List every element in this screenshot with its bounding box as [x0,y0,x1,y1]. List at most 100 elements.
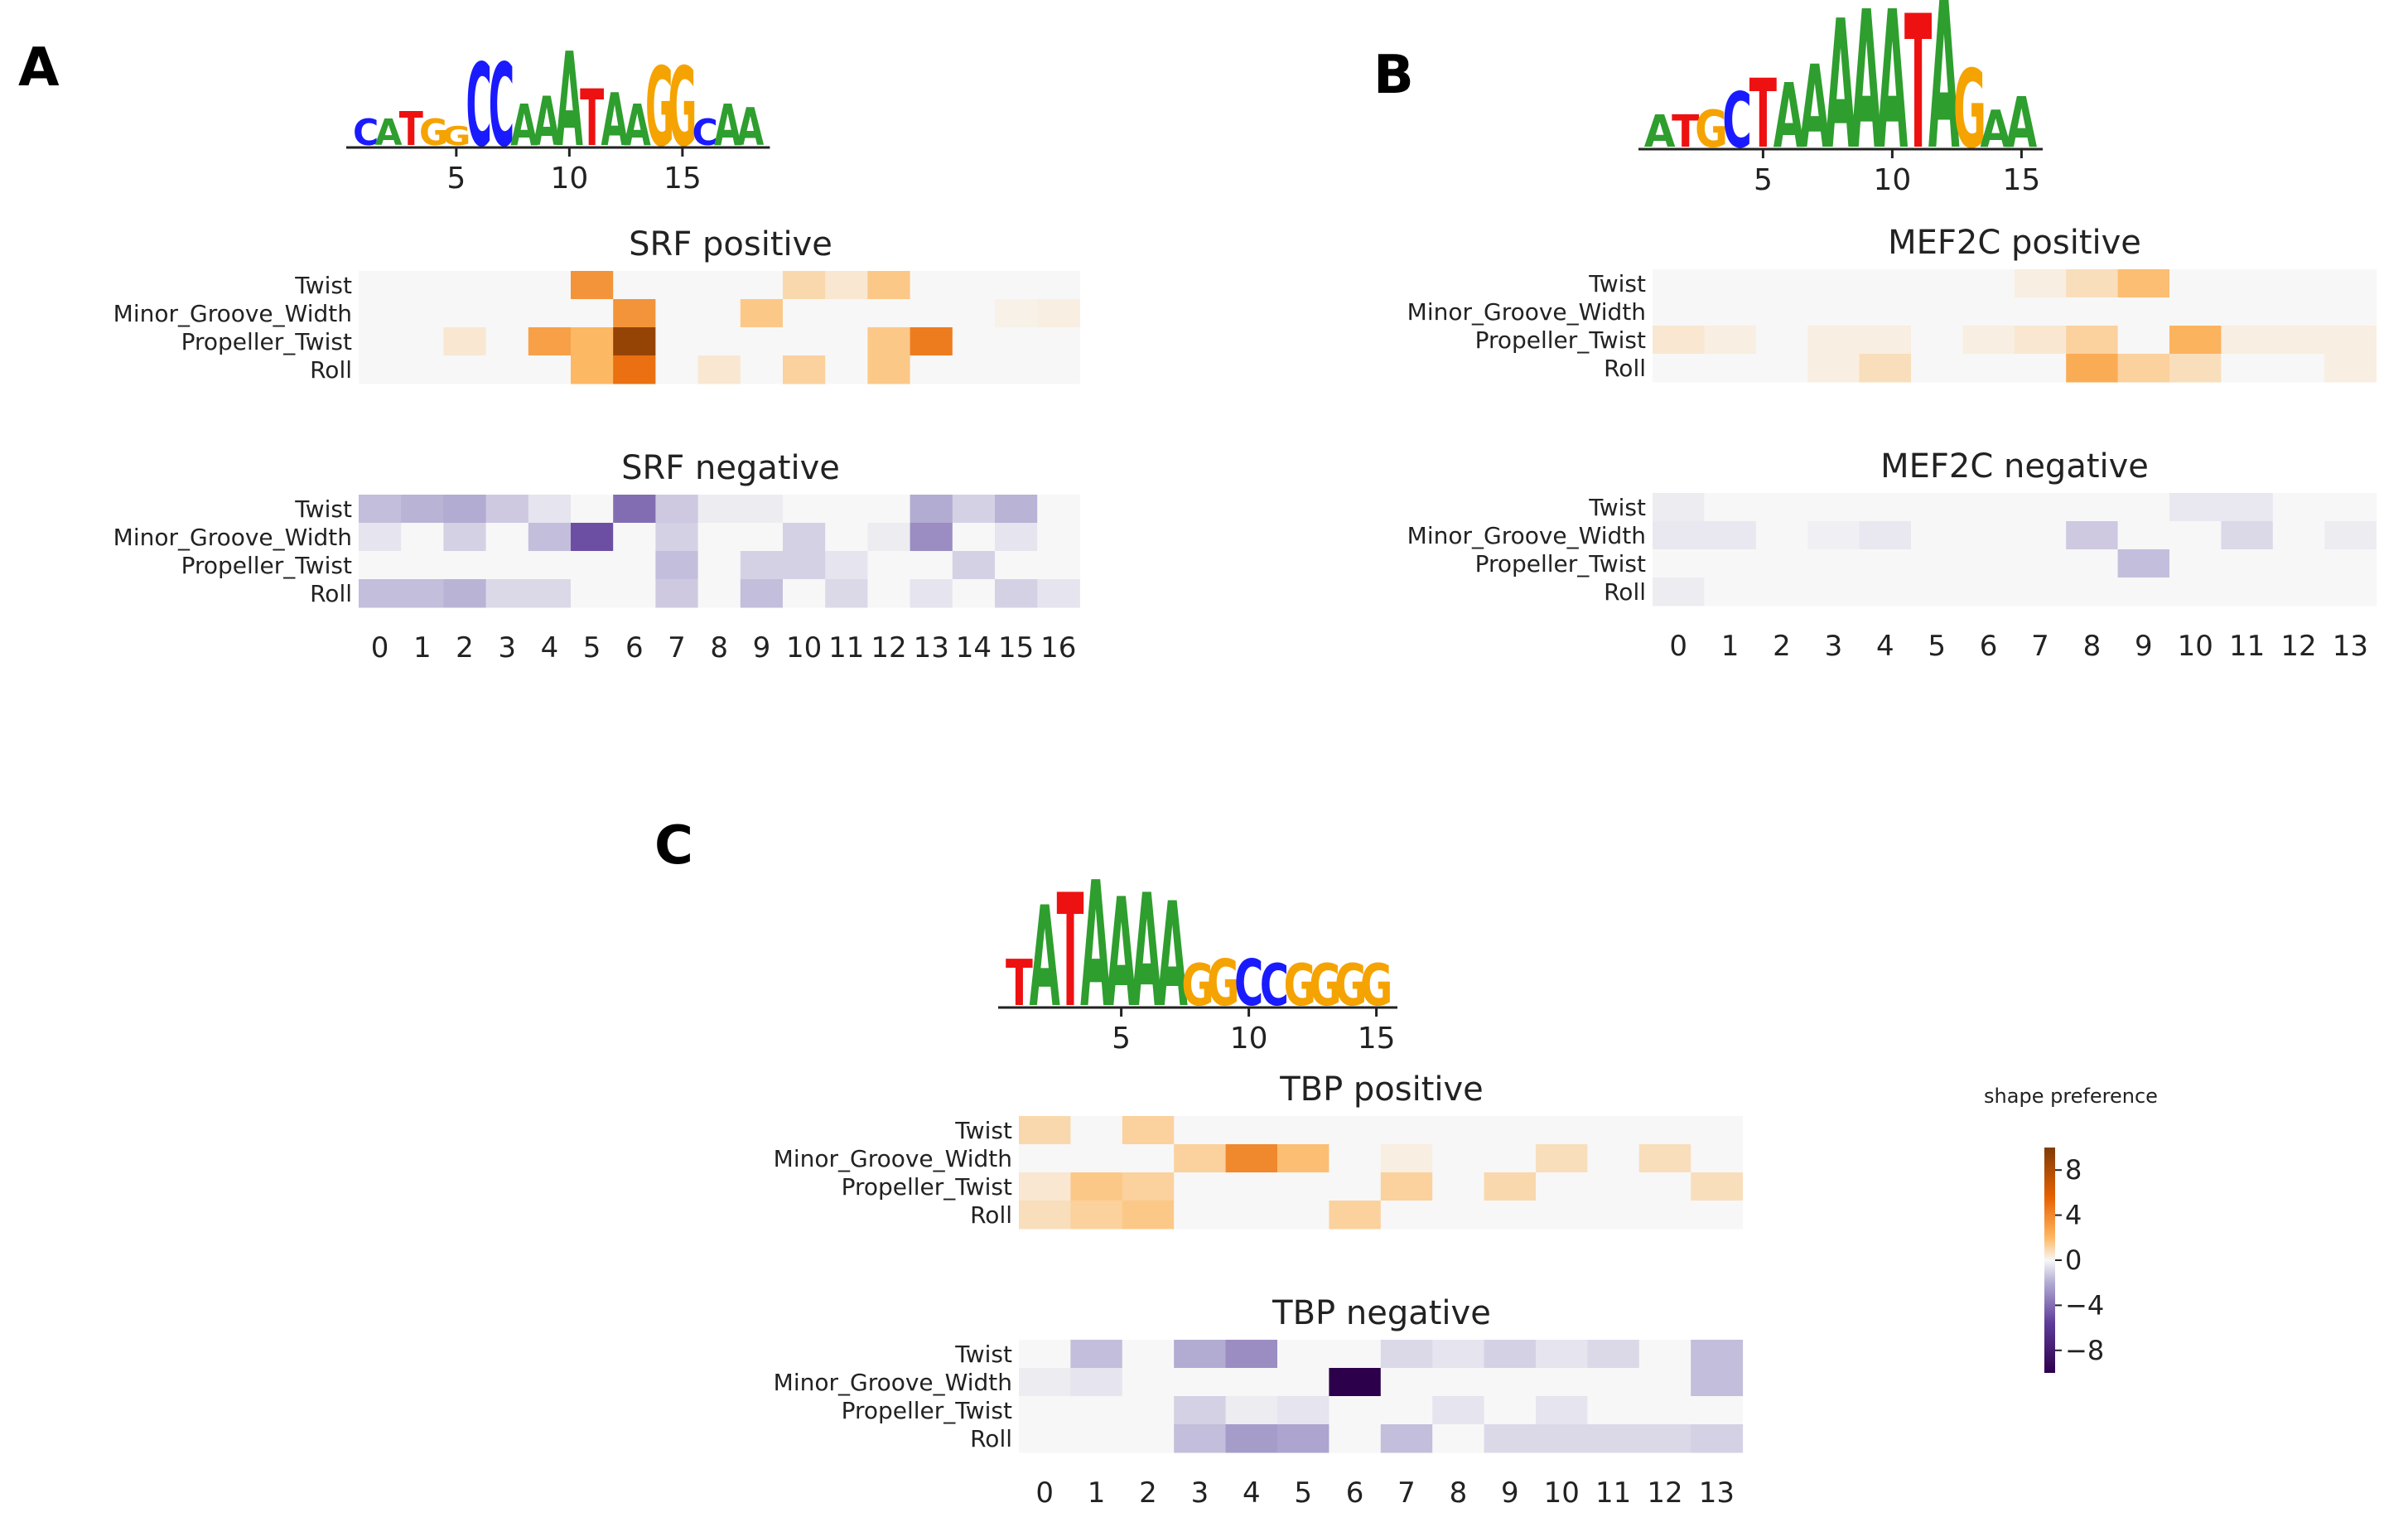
tbp-positive-cell [1380,1116,1433,1145]
mef2c-positive-cell [2324,269,2377,298]
tbp-negative-cell [1122,1424,1175,1453]
mef2c-negative-cell [2117,577,2170,606]
srf-negative-cell [655,523,699,552]
srf-positive-cell [443,271,487,300]
tbp-negative-cell [1380,1396,1433,1425]
srf-negative-cell [485,551,529,580]
tbp-logo-letter: A [1030,877,1060,1037]
srf-negative-cell [867,495,911,524]
tbp-positive-cell [1019,1116,1071,1145]
srf-negative-cell [655,551,699,580]
mef2c-positive-cell [2169,269,2222,298]
tbp-negative-column-tick: 13 [1699,1476,1735,1510]
srf-positive-cell [952,327,996,356]
mef2c-logo-tick-label: 15 [2002,163,2040,197]
tbp-negative-cell [1587,1368,1640,1397]
mef2c-positive-cell [1653,297,1705,326]
tbp-negative-cell [1587,1424,1640,1453]
mef2c-positive-row-label: Propeller_Twist [1475,326,1646,354]
tbp-logo-tick-label: 15 [1358,1022,1396,1056]
mef2c-negative-cell [1807,577,1860,606]
srf-positive-cell [697,271,741,300]
tbp-negative-cell [1174,1396,1227,1425]
srf-negative-cell [952,523,996,552]
tbp-positive-cell [1536,1116,1588,1145]
srf-positive-cell [1037,271,1080,300]
mef2c-positive-cell [1653,354,1705,383]
mef2c-negative-cell [1755,493,1808,522]
srf-negative-cell [783,551,826,580]
mef2c-negative-cell [1704,493,1757,522]
mef2c-negative-column-tick: 10 [2178,630,2213,663]
srf-negative-cell [401,579,444,608]
tbp-positive-cell [1638,1144,1691,1173]
srf-positive-cell [783,299,826,328]
heatmap-title-srf-positive: SRF positive [629,225,832,263]
tbp-positive-cell [1329,1144,1382,1173]
tbp-negative-cell [1432,1340,1485,1369]
mef2c-positive-cell [1755,269,1808,298]
mef2c-negative-cell [2014,577,2067,606]
srf-positive-cell [825,271,868,300]
tbp-negative-row-label: Minor_Groove_Width [774,1369,1012,1396]
mef2c-negative-cell [1704,549,1757,578]
srf-negative-cell [571,551,614,580]
tbp-positive-cell [1277,1144,1329,1173]
tbp-positive-cell [1329,1201,1382,1230]
srf-positive-cell [952,299,996,328]
heatmap-srf-negative: TwistMinor_Groove_WidthPropeller_TwistRo… [113,495,1080,664]
srf-negative-column-tick: 12 [871,631,906,664]
colorbar-tick-label: 0 [2065,1244,2082,1276]
mef2c-negative-cell [1807,521,1860,550]
tbp-positive-cell [1380,1201,1433,1230]
tbp-positive-row-label: Propeller_Twist [842,1173,1012,1201]
srf-negative-cell [910,579,953,608]
srf-negative-column-tick: 15 [998,631,1034,664]
mef2c-negative-column-tick: 5 [1928,630,1946,663]
tbp-positive-cell [1225,1144,1278,1173]
srf-positive-cell [485,327,529,356]
srf-negative-cell [697,523,741,552]
mef2c-negative-cell [1704,521,1757,550]
srf-negative-column-tick: 8 [710,631,728,664]
srf-positive-cell [655,299,699,328]
srf-positive-cell [1037,355,1080,384]
tbp-negative-cell [1070,1368,1123,1397]
srf-positive-cell [401,355,444,384]
tbp-positive-cell [1174,1144,1227,1173]
mef2c-positive-cell [1859,269,1912,298]
srf-positive-cell [825,327,868,356]
tbp-negative-cell [1329,1368,1382,1397]
tbp-negative-cell [1329,1396,1382,1425]
srf-negative-cell [740,523,784,552]
mef2c-negative-cell [1962,577,2015,606]
srf-negative-column-tick: 13 [914,631,949,664]
tbp-negative-cell [1070,1424,1123,1453]
tbp-negative-cell [1432,1368,1485,1397]
srf-positive-cell [528,271,572,300]
tbp-positive-cell [1484,1144,1537,1173]
tbp-negative-cell [1380,1424,1433,1453]
tbp-positive-row-label: Minor_Groove_Width [774,1145,1012,1172]
mef2c-negative-row-label: Roll [1604,578,1646,606]
srf-positive-cell [1037,327,1080,356]
srf-negative-cell [443,523,487,552]
tbp-positive-cell [1070,1144,1123,1173]
tbp-positive-cell [1691,1172,1744,1201]
mef2c-positive-cell [2169,297,2222,326]
srf-positive-cell [528,299,572,328]
tbp-negative-column-tick: 10 [1544,1476,1580,1510]
mef2c-negative-column-tick: 7 [2031,630,2049,663]
srf-positive-cell [740,271,784,300]
srf-negative-row-label: Twist [294,495,352,523]
tbp-positive-cell [1587,1144,1640,1173]
srf-negative-column-tick: 0 [371,631,389,664]
mef2c-positive-cell [1807,297,1860,326]
mef2c-positive-cell [2221,269,2274,298]
heatmap-tbp-negative: TwistMinor_Groove_WidthPropeller_TwistRo… [774,1340,1744,1510]
tbp-positive-cell [1070,1201,1123,1230]
mef2c-negative-cell [2324,549,2377,578]
srf-negative-cell [697,495,741,524]
panel-letter-a: A [18,37,60,99]
